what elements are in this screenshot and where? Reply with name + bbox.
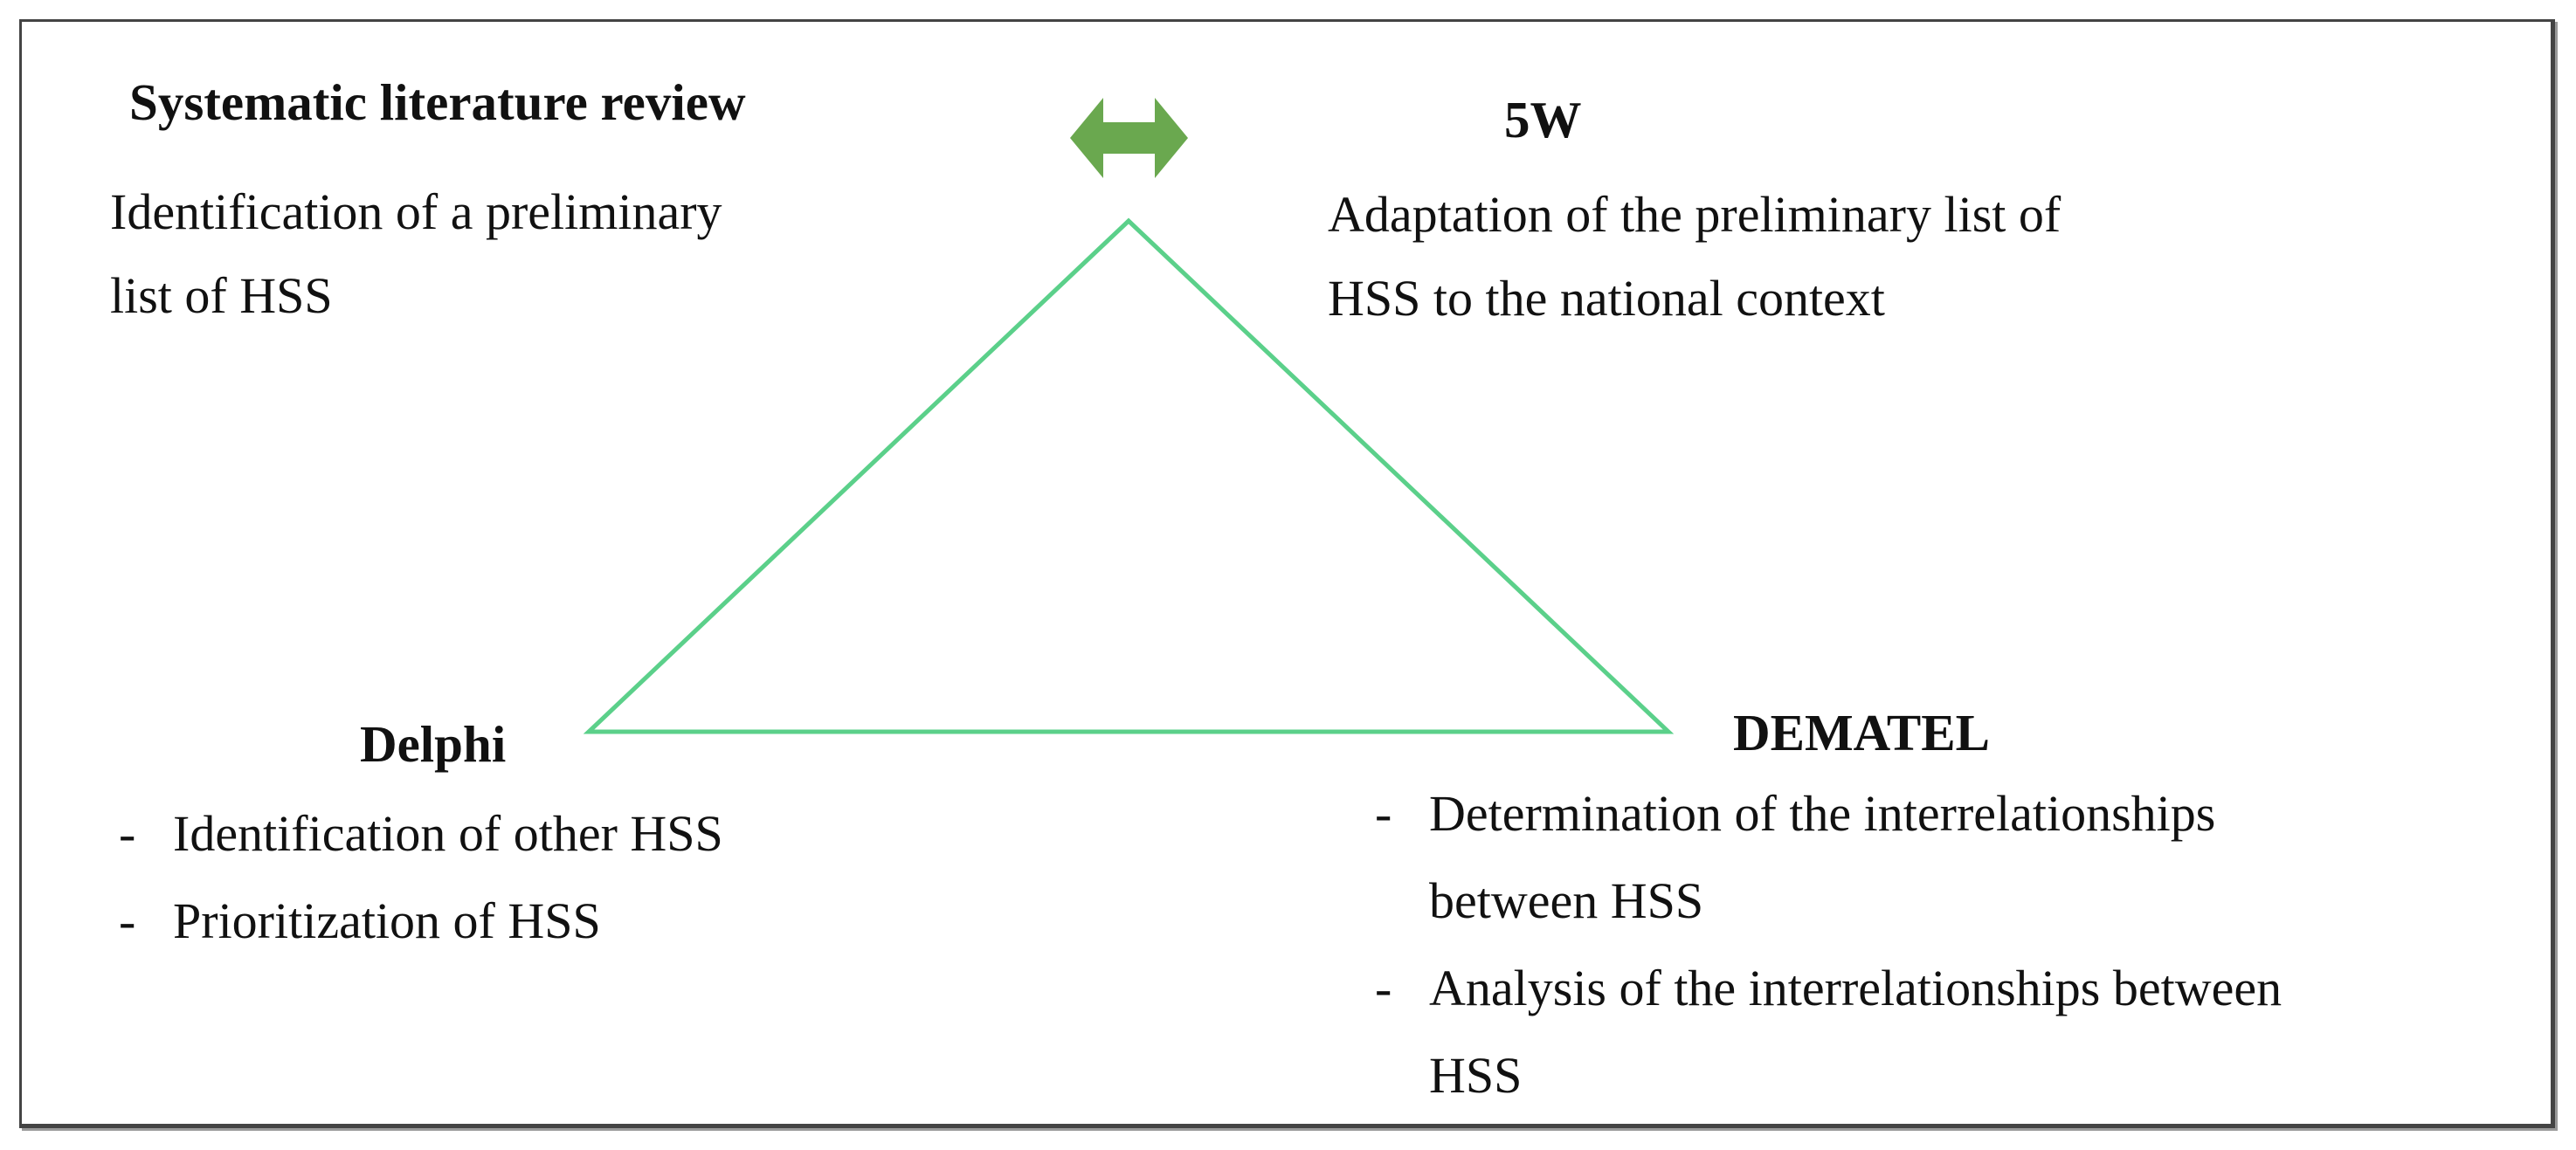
dematel-item-line: Determination of the interrelationships xyxy=(1429,785,2216,842)
dematel-item: Analysis of the interrelationships betwe… xyxy=(1366,945,2282,1119)
dematel-title: DEMATEL xyxy=(1733,704,1990,761)
dematel-item-line: Analysis of the interrelationships betwe… xyxy=(1429,960,2282,1016)
delphi-item: Prioritization of HSS xyxy=(110,878,723,965)
systematic-review-description: Identification of a preliminary list of … xyxy=(110,170,722,338)
delphi-item-list: Identification of other HSS Prioritizati… xyxy=(110,790,723,965)
five-w-description-line: HSS to the national context xyxy=(1328,270,1885,327)
five-w-title: 5W xyxy=(1504,91,1582,148)
dematel-item-list: Determination of the interrelationships … xyxy=(1366,770,2282,1119)
delphi-title: Delphi xyxy=(360,715,507,773)
dematel-item: Determination of the interrelationships … xyxy=(1366,770,2282,945)
five-w-description-line: Adaptation of the preliminary list of xyxy=(1328,186,2061,243)
dematel-item-line: HSS xyxy=(1429,1047,1523,1104)
delphi-item: Identification of other HSS xyxy=(110,790,723,878)
systematic-review-description-line: Identification of a preliminary xyxy=(110,183,722,240)
double-headed-arrow-icon xyxy=(1070,98,1188,178)
methodology-triangle xyxy=(583,217,1675,734)
systematic-review-title: Systematic literature review xyxy=(129,73,746,131)
five-w-description: Adaptation of the preliminary list of HS… xyxy=(1328,173,2061,341)
systematic-review-description-line: list of HSS xyxy=(110,267,333,324)
dematel-item-line: between HSS xyxy=(1429,872,1704,929)
